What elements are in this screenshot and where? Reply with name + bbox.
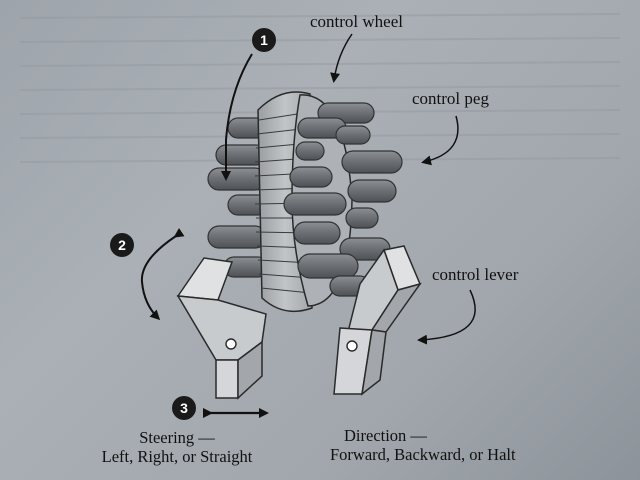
- step-number: 1: [260, 32, 268, 48]
- control-peg: [335, 125, 371, 145]
- steering-lever: [176, 257, 267, 400]
- direction-lever: [333, 245, 422, 396]
- step-badge-2: 2: [110, 233, 134, 257]
- steering-caption-title: Steering —: [139, 428, 215, 447]
- steering-caption-options: Left, Right, or Straight: [101, 447, 253, 466]
- control-lever-callout-arrow: [417, 289, 476, 345]
- direction-caption: Direction — Forward, Backward, or Halt: [330, 426, 566, 464]
- control-peg-label: control peg: [412, 89, 489, 108]
- control-peg: [293, 221, 341, 245]
- direction-caption-options: Forward, Backward, or Halt: [330, 445, 516, 464]
- lever-pivot-hole: [346, 340, 358, 352]
- control-peg-callout-arrow: [421, 115, 459, 166]
- step-2-rotation-arrow: [140, 227, 185, 321]
- direction-caption-title: Direction —: [344, 426, 427, 445]
- step-badge-3: 3: [172, 396, 196, 420]
- control-wheel-label: control wheel: [310, 12, 403, 31]
- control-lever-label: control lever: [432, 265, 519, 284]
- steering-caption: Steering — Left, Right, or Straight: [84, 428, 270, 466]
- control-peg: [347, 179, 397, 203]
- control-peg: [345, 207, 379, 229]
- control-peg: [289, 166, 333, 188]
- step-1-arrow: [221, 53, 253, 181]
- lever-pivot-hole: [225, 338, 237, 350]
- control-peg: [295, 141, 325, 161]
- step-badge-1: 1: [252, 28, 276, 52]
- control-peg-group-front: [283, 102, 403, 297]
- control-peg: [297, 253, 359, 279]
- control-peg: [341, 150, 403, 174]
- control-peg: [283, 192, 347, 216]
- control-peg: [207, 167, 267, 191]
- control-wheel-callout-arrow: [330, 33, 353, 83]
- step-number: 3: [180, 400, 188, 416]
- step-number: 2: [118, 237, 126, 253]
- control-peg: [207, 225, 267, 249]
